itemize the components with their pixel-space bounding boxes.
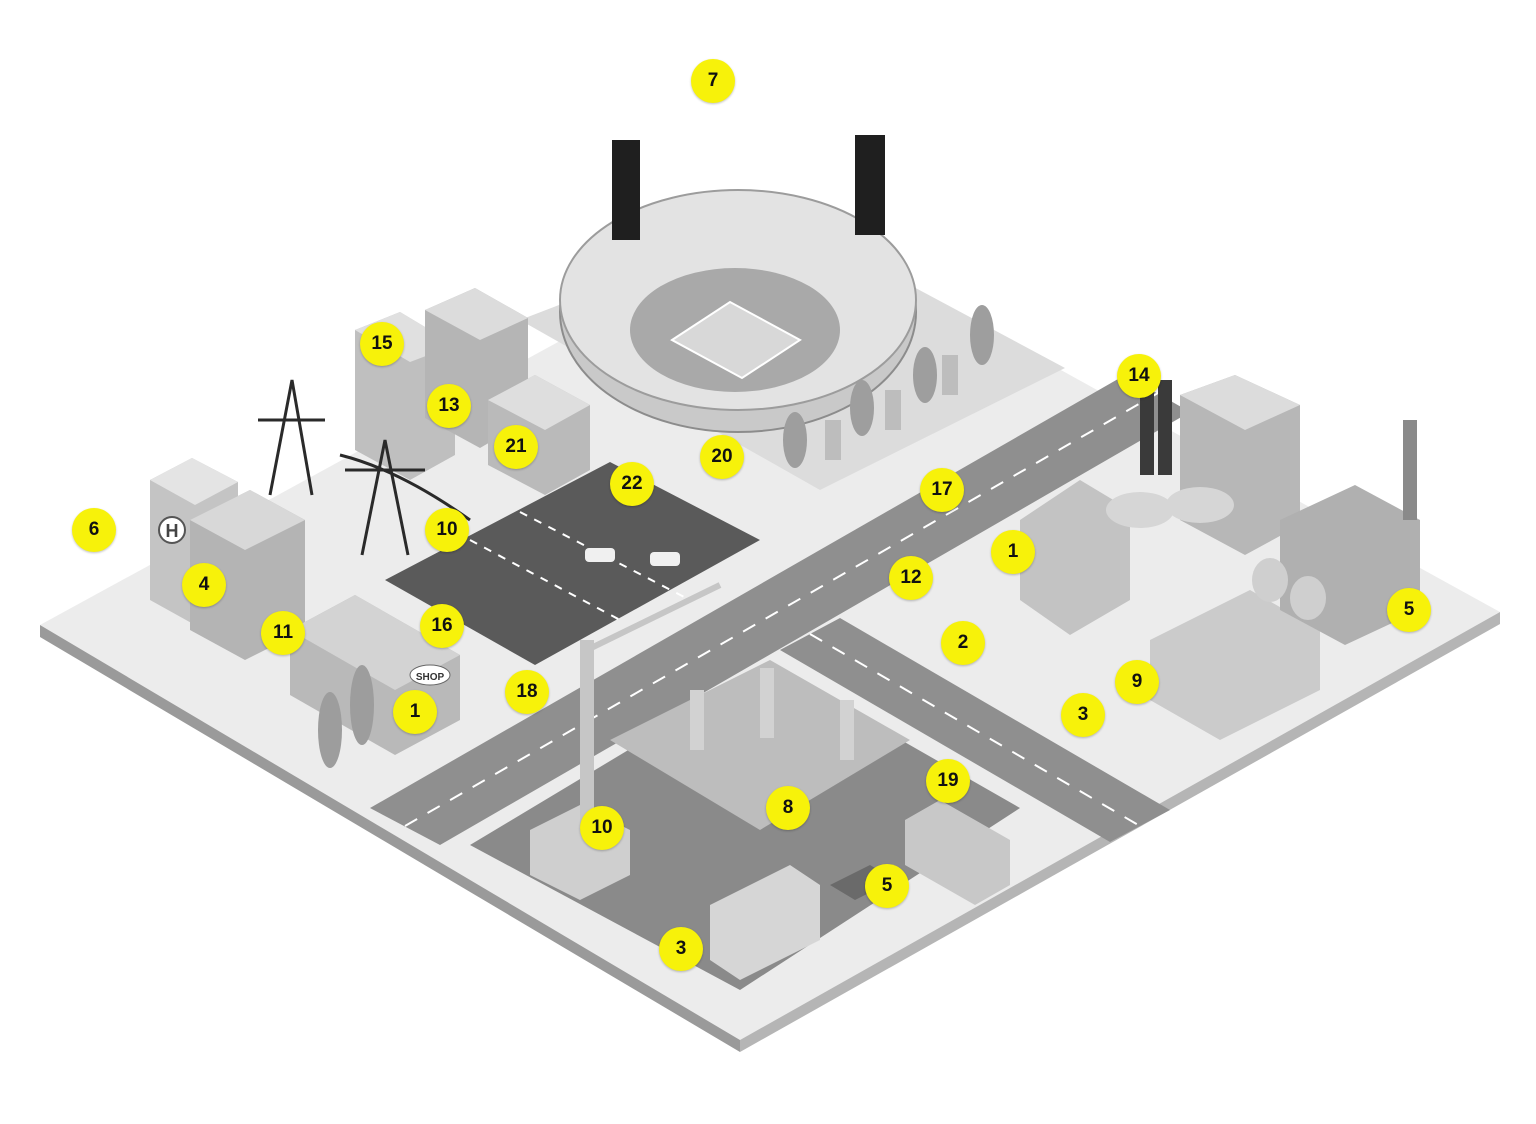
parking-lot — [385, 462, 760, 665]
marker-8[interactable]: 8 — [766, 786, 810, 830]
marker-12[interactable]: 12 — [889, 556, 933, 600]
marker-5-site[interactable]: 5 — [865, 864, 909, 908]
marker-2[interactable]: 2 — [941, 621, 985, 665]
marker-1-factory[interactable]: 1 — [991, 530, 1035, 574]
cross-road — [780, 618, 1170, 842]
marker-3-factory[interactable]: 3 — [1061, 693, 1105, 737]
marker-5-factory[interactable]: 5 — [1387, 588, 1431, 632]
main-road — [370, 375, 1190, 845]
marker-6[interactable]: 6 — [72, 508, 116, 552]
factory-district — [1020, 375, 1420, 740]
marker-20[interactable]: 20 — [700, 435, 744, 479]
marker-4[interactable]: 4 — [182, 563, 226, 607]
marker-18[interactable]: 18 — [505, 670, 549, 714]
marker-15[interactable]: 15 — [360, 322, 404, 366]
helipad-letter: H — [166, 521, 179, 541]
marker-3-site[interactable]: 3 — [659, 927, 703, 971]
marker-10-pylon[interactable]: 10 — [425, 508, 469, 552]
marker-9[interactable]: 9 — [1115, 660, 1159, 704]
marker-1-shop[interactable]: 1 — [393, 690, 437, 734]
marker-13[interactable]: 13 — [427, 384, 471, 428]
stadium-district — [520, 135, 1065, 490]
marker-11[interactable]: 11 — [261, 611, 305, 655]
marker-14[interactable]: 14 — [1117, 354, 1161, 398]
marker-7[interactable]: 7 — [691, 59, 735, 103]
marker-16[interactable]: 16 — [420, 604, 464, 648]
marker-22[interactable]: 22 — [610, 462, 654, 506]
marker-21[interactable]: 21 — [494, 425, 538, 469]
shop-sign: SHOP — [416, 672, 445, 683]
marker-19[interactable]: 19 — [926, 759, 970, 803]
marker-10-site[interactable]: 10 — [580, 806, 624, 850]
marker-17[interactable]: 17 — [920, 468, 964, 512]
